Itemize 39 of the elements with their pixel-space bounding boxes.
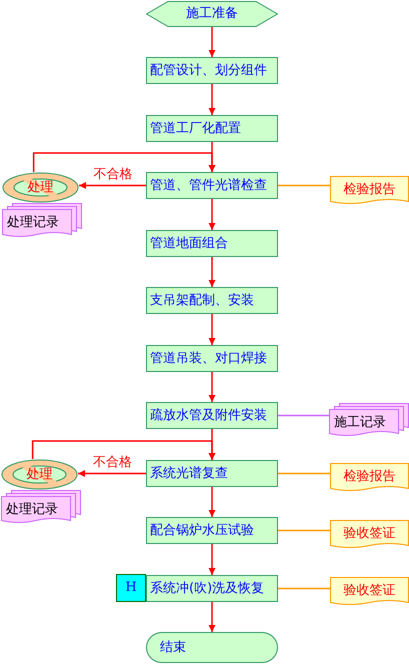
end-terminator: 结束 (146, 632, 278, 663)
connector-line (278, 588, 330, 590)
connector-line (278, 184, 330, 186)
start-hexagon: 施工准备 (146, 1, 278, 27)
process-box: 管道地面组合 (146, 230, 278, 257)
edge-label: 不合格 (92, 456, 133, 470)
report-document: 检验报告 (330, 176, 409, 204)
process-box: 支吊架配制、安装 (146, 287, 278, 314)
arrow (208, 84, 216, 115)
connector-line (278, 530, 330, 532)
edge-label: 不合格 (92, 168, 134, 182)
arrow (208, 487, 216, 517)
arrow (208, 257, 216, 287)
process-box: 配管设计、划分组件 (146, 57, 278, 84)
process-box: 管道工厂化配置 (146, 115, 278, 142)
report-document: 检验报告 (330, 463, 409, 491)
process-box: 管道、管件光谱检查 (146, 172, 278, 199)
process-box: 系统冲(吹)洗及恢复 (146, 575, 278, 602)
process-box: 疏放水管及附件安装 (146, 402, 278, 429)
arrow (32, 440, 216, 460)
arrow (208, 544, 216, 575)
report-document: 验收签证 (330, 520, 409, 548)
arrow (208, 314, 216, 345)
arrow (208, 27, 216, 57)
connector-line (278, 472, 330, 474)
rework-oval: 处理 (2, 172, 79, 203)
arrow (32, 152, 216, 172)
report-document: 验收签证 (330, 577, 409, 605)
process-box: 系统光谱复查 (146, 460, 278, 487)
rework-oval: 处理 (1, 459, 78, 490)
arrow (208, 372, 216, 402)
arrow (79, 182, 146, 189)
connector-line (278, 414, 329, 416)
hold-point-box: H (116, 574, 146, 602)
arrow (208, 602, 216, 632)
arrow (78, 470, 146, 477)
arrow (208, 199, 216, 230)
process-box: 管道吊装、对口焊接 (146, 345, 278, 372)
process-box: 配合锅炉水压试验 (146, 517, 278, 544)
